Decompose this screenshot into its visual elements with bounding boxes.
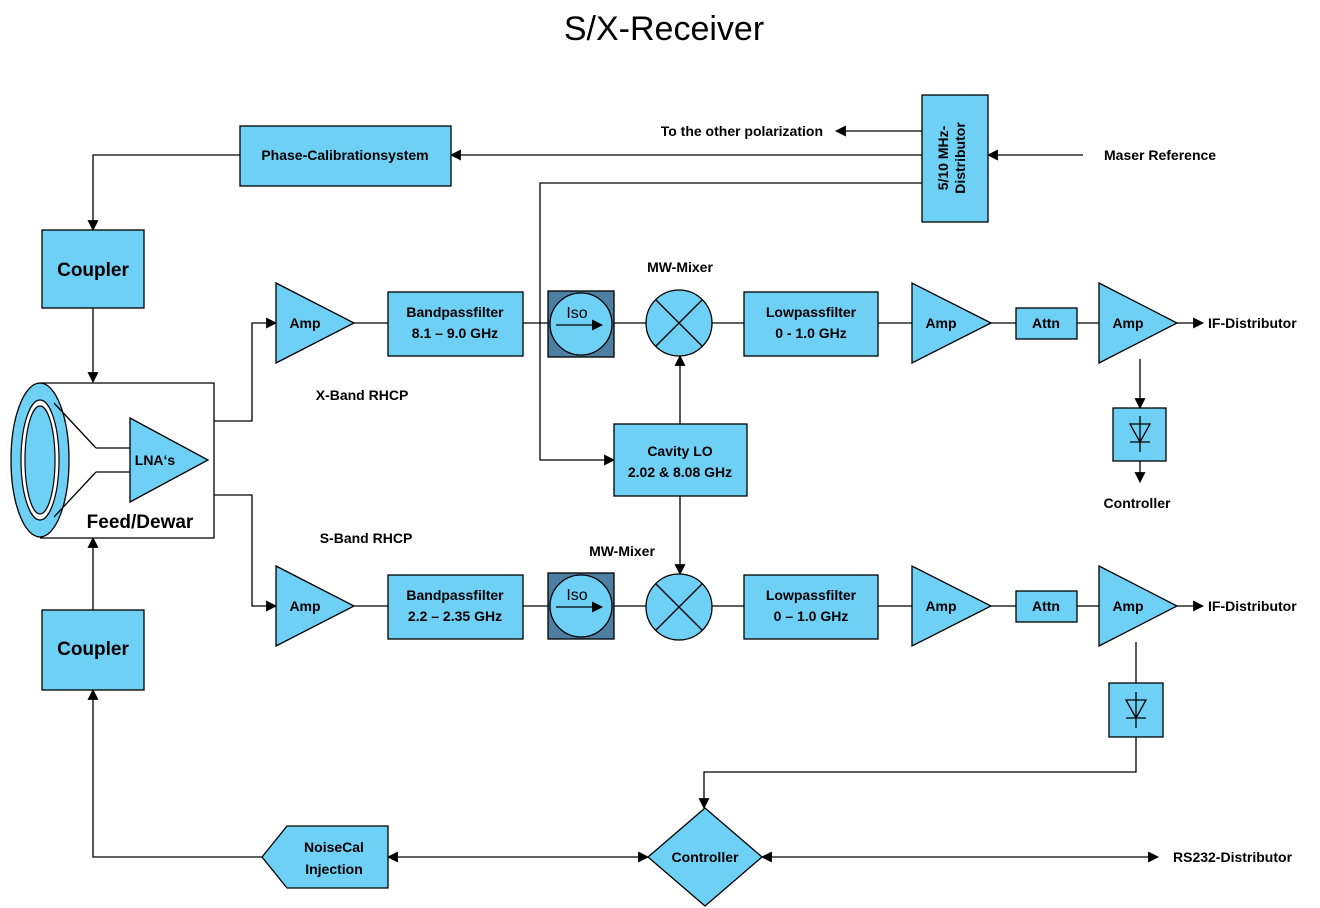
x-detector-diode-icon bbox=[1112, 407, 1167, 462]
diagram-title: S/X-Receiver bbox=[564, 10, 764, 48]
phase-calibration-system: Phase-Calibrationsystem bbox=[239, 125, 452, 187]
distributor-label-line2: Distributor bbox=[952, 122, 968, 194]
s-isolator: Iso bbox=[547, 572, 615, 640]
feed-dewar: LNA‘s Feed/Dewar bbox=[10, 382, 215, 539]
s-amp2-label: Amp bbox=[925, 598, 956, 614]
lna-amplifier-icon bbox=[129, 416, 210, 504]
x-lpf-label-line2: 0 - 1.0 GHz bbox=[775, 325, 847, 341]
rs232-distributor-label: RS232-Distributor bbox=[1173, 849, 1293, 865]
phase-cal-label: Phase-Calibrationsystem bbox=[261, 147, 428, 163]
s-lowpass-filter bbox=[743, 574, 879, 640]
controller-diamond: Controller bbox=[647, 807, 763, 907]
coupler-bottom-label: Coupler bbox=[57, 639, 129, 660]
s-detector-diode-icon bbox=[1108, 682, 1164, 738]
x-bpf-label-line2: 8.1 – 9.0 GHz bbox=[412, 325, 498, 341]
s-amp2 bbox=[911, 564, 993, 648]
s-bandpass-filter bbox=[387, 574, 524, 640]
s-lpf-label-line2: 0 – 1.0 GHz bbox=[774, 608, 849, 624]
distributor-label-line1: 5/10 MHz- bbox=[935, 125, 951, 190]
noisecal-label-line2: Injection bbox=[305, 861, 363, 877]
mhz-distributor: 5/10 MHz- Distributor bbox=[921, 94, 989, 223]
s-attenuator bbox=[1015, 590, 1078, 623]
cavity-lo-label-line1: Cavity LO bbox=[647, 443, 712, 459]
controller-label: Controller bbox=[672, 849, 739, 865]
s-iso-label: Iso bbox=[566, 587, 587, 604]
connection-wires bbox=[87, 125, 1205, 863]
x-amp2-label: Amp bbox=[925, 315, 956, 331]
x-amp3-label: Amp bbox=[1112, 315, 1143, 331]
coupler-top-label: Coupler bbox=[57, 260, 129, 281]
x-mixer-label: MW-Mixer bbox=[647, 259, 713, 275]
feed-dewar-label: Feed/Dewar bbox=[87, 512, 194, 533]
s-mixer bbox=[645, 573, 713, 641]
noisecal-label-line1: NoiseCal bbox=[304, 839, 364, 855]
s-amp1 bbox=[275, 564, 356, 648]
other-polarization-label: To the other polarization bbox=[661, 123, 823, 139]
s-amp1-label: Amp bbox=[289, 598, 320, 614]
noisecal-injection: NoiseCal Injection bbox=[261, 825, 389, 889]
x-bpf-label-line1: Bandpassfilter bbox=[406, 304, 504, 320]
s-band-label: S-Band RHCP bbox=[320, 530, 413, 546]
s-amp3-label: Amp bbox=[1112, 598, 1143, 614]
x-attenuator bbox=[1015, 307, 1078, 340]
lna-label: LNA‘s bbox=[135, 452, 176, 468]
x-amp3 bbox=[1098, 281, 1179, 365]
x-amp1-label: Amp bbox=[289, 315, 320, 331]
x-if-distributor-label: IF-Distributor bbox=[1208, 315, 1297, 331]
x-band-label: X-Band RHCP bbox=[316, 387, 409, 403]
s-attn-label: Attn bbox=[1032, 598, 1060, 614]
cavity-lo: Cavity LO 2.02 & 8.08 GHz bbox=[613, 423, 748, 497]
x-mixer bbox=[645, 289, 713, 357]
cavity-lo-label-line2: 2.02 & 8.08 GHz bbox=[628, 464, 732, 480]
x-lpf-label-line1: Lowpassfilter bbox=[766, 304, 857, 320]
s-lpf-label-line1: Lowpassfilter bbox=[766, 587, 857, 603]
s-band-chain: S-Band RHCP Amp Bandpassfilter 2.2 – 2.3… bbox=[275, 530, 1297, 738]
maser-reference-label: Maser Reference bbox=[1104, 147, 1216, 163]
x-lowpass-filter bbox=[743, 291, 879, 357]
s-mixer-label: MW-Mixer bbox=[589, 543, 655, 559]
coupler-top: Coupler bbox=[41, 229, 145, 309]
s-bpf-label-line2: 2.2 – 2.35 GHz bbox=[408, 608, 502, 624]
x-controller-label: Controller bbox=[1104, 495, 1171, 511]
x-bandpass-filter bbox=[387, 291, 524, 357]
x-amp2 bbox=[911, 281, 993, 365]
x-amp1 bbox=[275, 281, 356, 365]
x-band-chain: Amp X-Band RHCP Bandpassfilter 8.1 – 9.0… bbox=[275, 259, 1297, 511]
s-bpf-label-line1: Bandpassfilter bbox=[406, 587, 504, 603]
x-isolator: Iso bbox=[547, 290, 615, 358]
x-iso-label: Iso bbox=[566, 305, 587, 322]
s-amp3 bbox=[1098, 564, 1179, 648]
coupler-bottom: Coupler bbox=[41, 609, 145, 691]
x-attn-label: Attn bbox=[1032, 315, 1060, 331]
s-if-distributor-label: IF-Distributor bbox=[1208, 598, 1297, 614]
